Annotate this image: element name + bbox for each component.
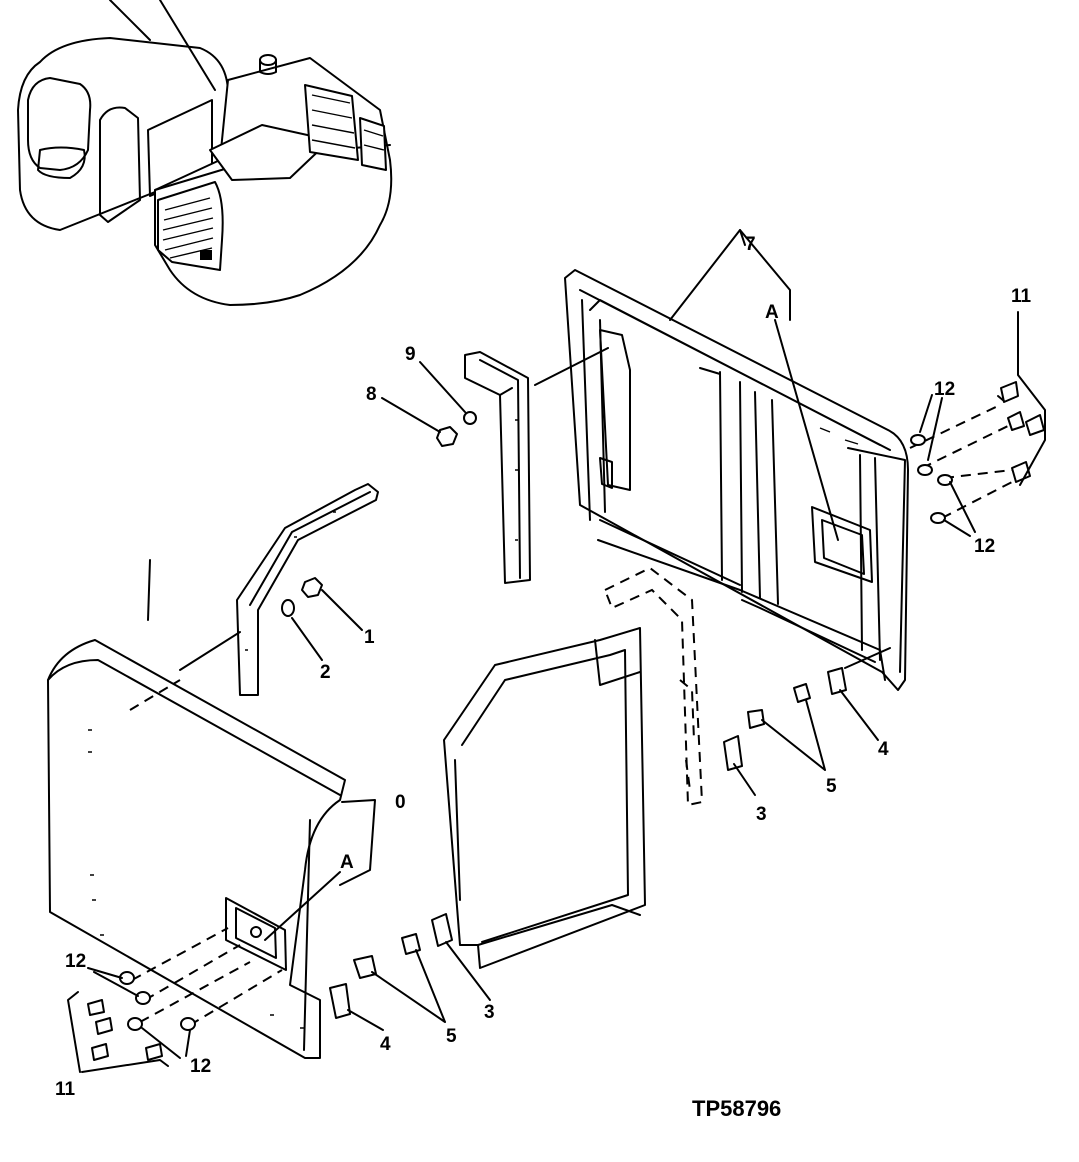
callout-12-right-lower: 12	[974, 536, 995, 557]
washer-icon	[180, 1017, 196, 1031]
vertical-mounting-bracket	[464, 351, 531, 584]
machine-overview-illustration	[17, 0, 393, 306]
door-frame	[443, 627, 646, 969]
callout-A-top: A	[765, 302, 779, 323]
callout-9: 9	[405, 344, 416, 365]
bolt-icon	[145, 1043, 163, 1061]
nut-icon	[301, 577, 323, 598]
hidden-support-bracket	[603, 566, 704, 807]
washer-icon	[910, 434, 926, 446]
callout-4-upper: 4	[878, 739, 889, 760]
bolt-icon	[793, 683, 811, 703]
bolt-icon	[87, 999, 105, 1016]
callout-labels: 7 A 11 12 12 9 8 1 2 0 A 12 12 11 3 5 4 …	[55, 234, 1032, 1100]
callout-5-lower: 5	[446, 1026, 457, 1047]
callout-1: 1	[364, 627, 375, 648]
right-side-panel	[564, 269, 909, 691]
callout-11-right: 11	[1011, 286, 1032, 307]
callout-12-left-lower: 12	[190, 1056, 211, 1077]
bolt-icon	[747, 709, 765, 729]
callout-3-lower: 3	[484, 1002, 495, 1023]
bolt-icon	[353, 955, 377, 979]
washer-icon	[281, 599, 295, 617]
washer-icon	[463, 411, 477, 425]
washer-icon	[930, 512, 946, 524]
bolt-icon	[401, 933, 421, 955]
assembly-lines	[129, 347, 1013, 1026]
bolt-icon	[95, 1017, 113, 1035]
callout-8: 8	[366, 384, 377, 405]
grille-pattern	[162, 197, 214, 260]
clip-icon	[827, 667, 847, 695]
clip-icon	[723, 735, 743, 771]
leader-lines	[67, 229, 1046, 1073]
bolt-icon	[997, 381, 1019, 403]
angled-support-bracket	[236, 483, 379, 696]
callout-12-right-upper: 12	[934, 379, 955, 400]
washer-icon	[135, 991, 151, 1005]
callout-5-upper: 5	[826, 776, 837, 797]
fasteners-left-group	[87, 971, 196, 1061]
callout-12-left-upper: 12	[65, 951, 86, 972]
bolt-icon	[1025, 414, 1045, 436]
callout-0: 0	[395, 792, 406, 813]
washer-icon	[127, 1017, 143, 1031]
bolt-icon	[91, 1043, 109, 1061]
washer-icon	[937, 474, 953, 486]
clip-icon	[431, 913, 453, 947]
small-hardware	[281, 411, 847, 1019]
callout-2: 2	[320, 662, 331, 683]
callout-3-upper: 3	[756, 804, 767, 825]
callout-4-lower: 4	[380, 1034, 391, 1055]
callout-7: 7	[745, 234, 756, 255]
nut-icon	[436, 426, 458, 447]
bolt-icon	[1007, 411, 1025, 431]
fasteners-right-group	[910, 381, 1045, 524]
callout-A-lower: A	[340, 852, 354, 873]
clip-icon	[329, 983, 351, 1019]
figure-code: TP58796	[692, 1096, 781, 1121]
washer-icon	[917, 464, 933, 476]
left-side-door	[47, 639, 346, 1059]
callout-11-left: 11	[55, 1079, 76, 1100]
